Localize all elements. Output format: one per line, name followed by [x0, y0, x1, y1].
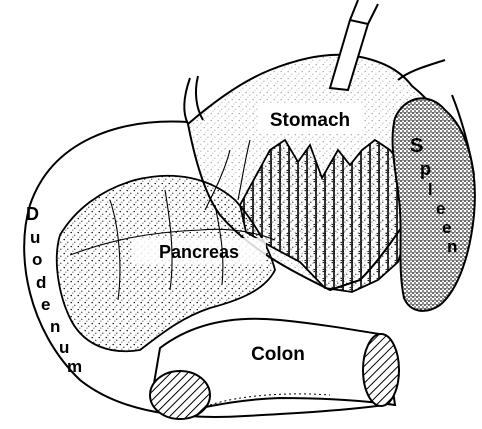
colon-cut-end-right [363, 334, 399, 406]
spleen-shape [393, 98, 475, 311]
colon-cut-end-left [150, 371, 210, 419]
colon-label: Colon [251, 344, 305, 365]
duodenum-letter: u [30, 228, 40, 247]
spleen-letter: p [420, 159, 431, 179]
duodenum-letter: d [36, 273, 46, 292]
spleen-letter: S [410, 135, 423, 157]
duodenum-letter: u [59, 338, 69, 357]
spleen-letter: l [428, 180, 433, 199]
duodenum-letter: n [50, 317, 60, 336]
duodenum-letter: e [41, 295, 50, 314]
stomach-label: Stomach [270, 110, 350, 131]
spleen-letter: e [442, 218, 451, 237]
duodenum-letter: D [26, 204, 39, 224]
pancreas-label: Pancreas [159, 242, 239, 262]
spleen-letter: n [447, 237, 457, 256]
spleen-letter: e [436, 199, 445, 218]
duodenum-letter: m [67, 357, 82, 376]
duodenum-letter: o [32, 250, 42, 269]
